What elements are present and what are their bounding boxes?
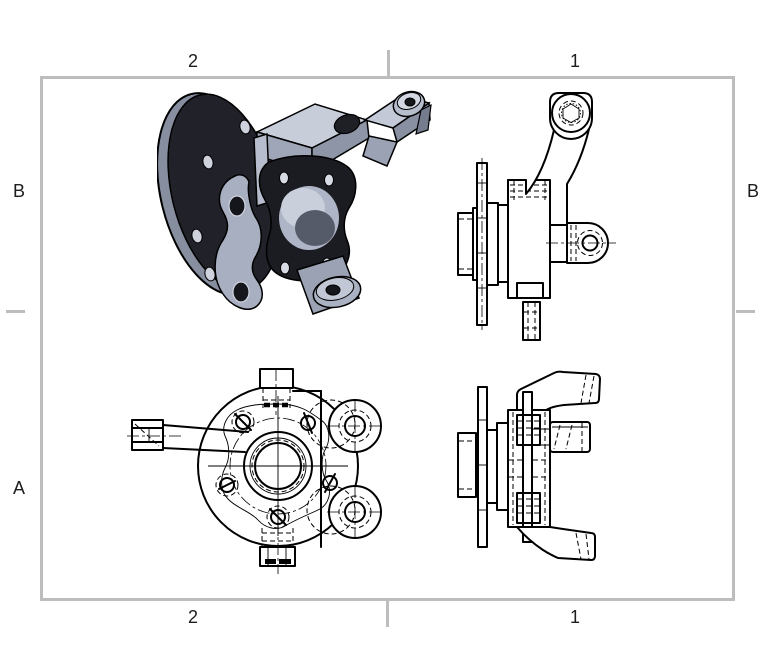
hub-carrier-link (214, 174, 263, 310)
zone-label-top-1: 1 (569, 51, 580, 71)
knuckle-body-outline (507, 179, 551, 299)
lower-lug (306, 485, 382, 539)
steering-arm-side (507, 92, 593, 226)
kingpin-boss-cylinder (532, 421, 591, 453)
left-hub-stack (457, 386, 509, 548)
zone-label-left-A: A (12, 478, 25, 498)
left-hub-stack (457, 158, 509, 330)
side-view-drawing (457, 92, 616, 341)
upper-yoke-arm (516, 370, 601, 413)
wheel-bolt-holes (215, 410, 338, 529)
steering-arm (362, 90, 432, 167)
zone-tick-left (6, 310, 25, 313)
zone-tick-bottom (386, 601, 389, 627)
front-view-drawing (127, 368, 382, 574)
zone-label-bottom-1: 1 (569, 607, 580, 627)
view-front-bottom-left[interactable] (125, 360, 383, 590)
upper-lug (306, 399, 382, 453)
view-side-top-right[interactable] (450, 88, 620, 348)
knuckle-block (507, 391, 551, 543)
lower-yoke-arm (516, 526, 596, 561)
top-tab (259, 368, 294, 415)
zone-tick-top (387, 50, 390, 76)
strut-tab (522, 301, 541, 341)
zone-label-left-B: B (12, 181, 25, 201)
zone-label-bottom-2: 2 (187, 607, 198, 627)
isometric-shaded-drawing (156, 90, 432, 315)
hub-bore (229, 417, 327, 515)
zone-label-right-B: B (746, 181, 759, 201)
steering-arm-front (127, 419, 249, 453)
lower-lug (296, 255, 362, 315)
bottom-tab (259, 522, 296, 574)
sheet-border-frame (40, 76, 735, 601)
view-side-bottom-right[interactable] (448, 365, 623, 575)
rear-side-view-drawing (457, 370, 601, 561)
zone-label-top-2: 2 (187, 51, 198, 71)
tie-rod-lug (546, 222, 616, 264)
bearing-housing (258, 155, 357, 282)
view-isometric-shaded[interactable] (156, 78, 447, 341)
zone-tick-right (736, 310, 755, 313)
